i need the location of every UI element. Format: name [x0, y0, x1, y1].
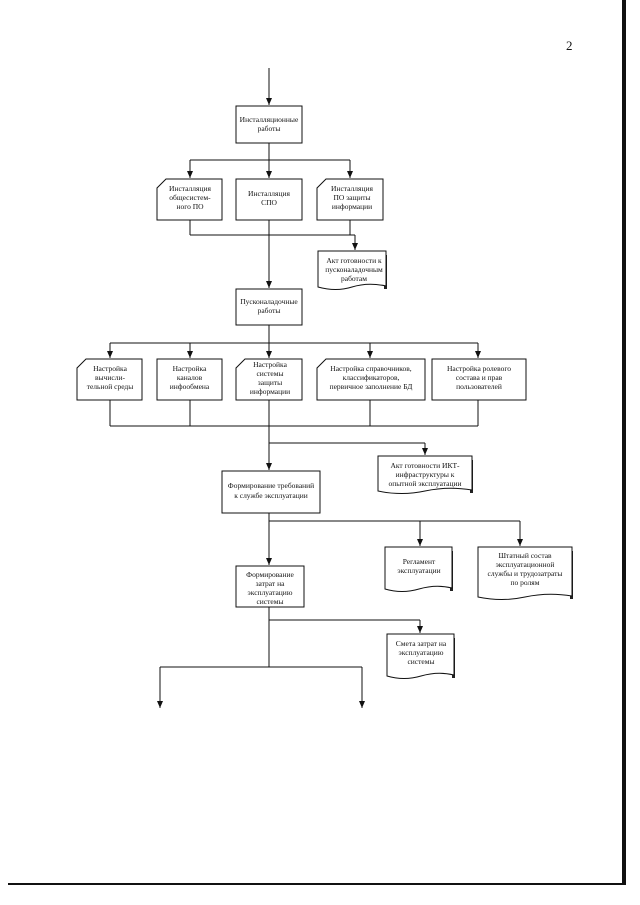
svg-text:Акт готовности ИКТ-инфраструкт: Акт готовности ИКТ-инфраструктуры копытн… [388, 461, 461, 488]
node-config-dictionaries: Настройка справочников,классификаторов,п… [316, 358, 426, 401]
page-right-border [622, 0, 626, 884]
page-bottom-border [8, 883, 626, 885]
connector-lines [107, 68, 523, 708]
svg-text:Настройка справочников,классиф: Настройка справочников,классификаторов,п… [330, 364, 413, 391]
page-number: 2 [566, 38, 573, 53]
